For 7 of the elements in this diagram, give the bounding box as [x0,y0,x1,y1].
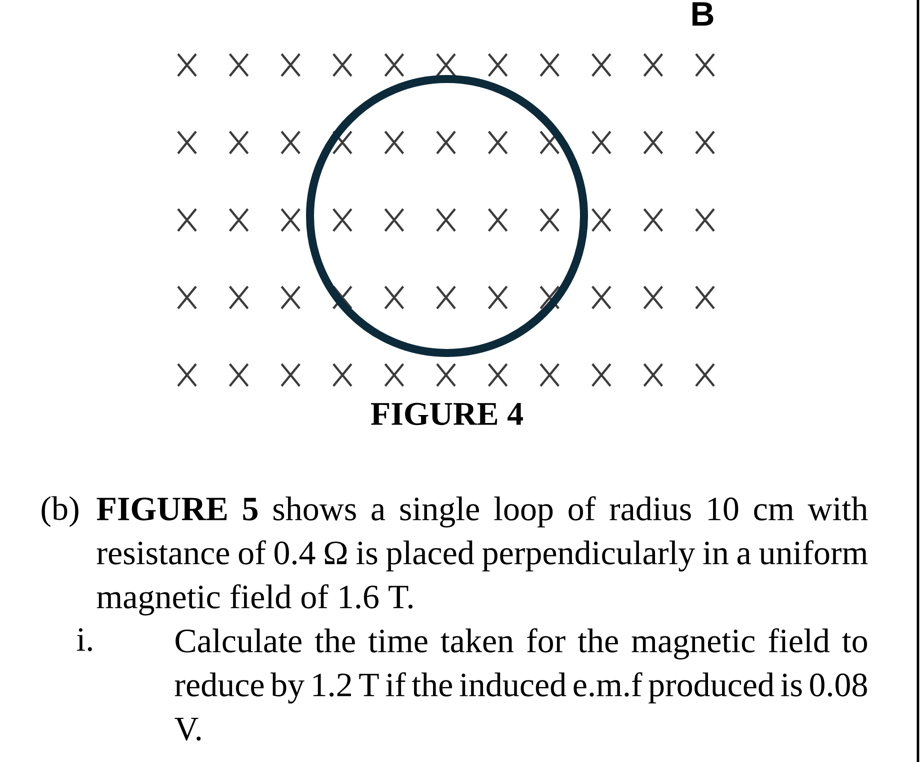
figure-caption: FIGURE 4 [371,402,523,426]
question-text: FIGURE 5 shows a single loop of radius 10 cm with resistance of 0.4 Ω is placed perpendicularly in a uniform magnetic field of 1.6 T. [96,496,868,616]
question-text: Calculate the time taken for the magnetic field to reduce by 1.2 T if the induced e.m.f produced is 0.08 V. [174,628,868,741]
field-label: B [692,2,714,26]
part-label: (b) [42,496,78,528]
wire-loop [306,75,588,357]
item-number: i. [76,628,92,652]
